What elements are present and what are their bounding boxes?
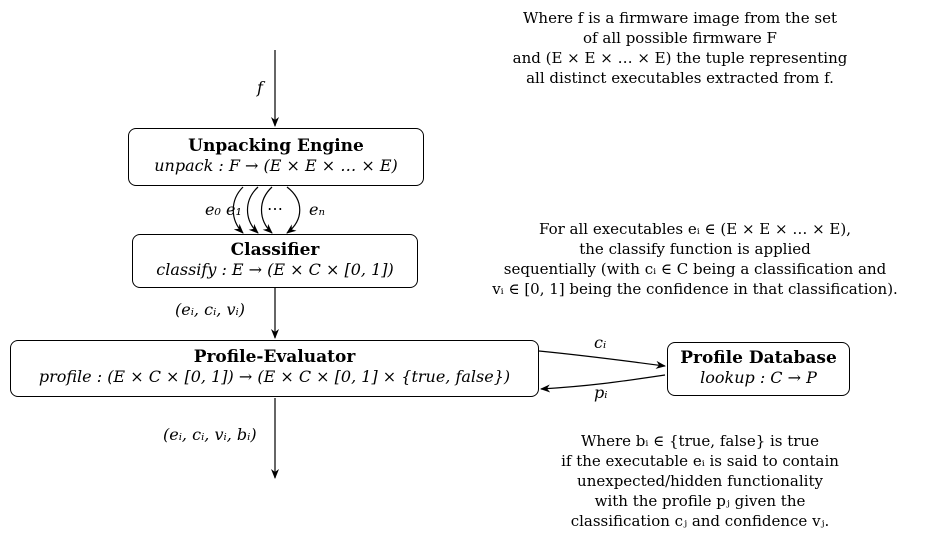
profile-evaluator-box: Profile-Evaluator profile : (E × C × [0,… <box>10 340 539 397</box>
lookup-request-arrow <box>538 350 666 369</box>
note-line: the classify function is applied <box>579 240 811 258</box>
profile-database-title: Profile Database <box>680 348 837 368</box>
note-line: vᵢ ∈ [0, 1] being the confidence in that… <box>492 280 898 298</box>
note-line: sequentially (with cᵢ ∈ C being a classi… <box>503 260 887 278</box>
e0-label: e₀ <box>205 200 221 219</box>
note-line: of all possible firmware F <box>583 29 777 47</box>
unpacking-engine-box: Unpacking Engine unpack : F → (E × E × …… <box>128 128 424 186</box>
profile-database-formula: lookup : C → P <box>700 368 817 387</box>
note-line: with the profile pⱼ given the <box>594 492 806 510</box>
classifier-formula: classify : E → (E × C × [0, 1]) <box>156 260 394 279</box>
profile-evaluator-formula: profile : (E × C × [0, 1]) → (E × C × [0… <box>38 367 511 386</box>
e1-label: e₁ <box>226 200 242 219</box>
profile-note: Where bᵢ ∈ {true, false} is true if the … <box>520 431 880 531</box>
dots-label: ⋯ <box>267 199 283 218</box>
pi-label: pᵢ <box>594 383 608 402</box>
unpacking-engine-title: Unpacking Engine <box>188 136 364 156</box>
note-line: unexpected/hidden functionality <box>577 472 823 490</box>
note-line: Where f is a firmware image from the set <box>523 9 837 27</box>
edge-e1 <box>246 186 259 234</box>
note-line: classification cⱼ and confidence vⱼ. <box>570 512 830 530</box>
classified-label: (eᵢ, cᵢ, vᵢ) <box>175 300 245 319</box>
edge-en <box>286 186 301 234</box>
edge-dots <box>260 186 273 234</box>
classifier-box: Classifier classify : E → (E × C × [0, 1… <box>132 234 418 288</box>
evaluated-label: (eᵢ, cᵢ, vᵢ, bᵢ) <box>163 425 257 444</box>
profile-database-box: Profile Database lookup : C → P <box>667 342 850 396</box>
note-line: all distinct executables extracted from … <box>526 69 834 87</box>
lookup-response-arrow <box>540 374 666 393</box>
input-label: f <box>257 78 263 97</box>
en-label: eₙ <box>309 200 325 219</box>
note-line: and (E × E × … × E) the tuple representi… <box>512 49 848 67</box>
unpacking-engine-formula: unpack : F → (E × E × … × E) <box>154 156 398 175</box>
classify-note: For all executables eᵢ ∈ (E × E × … × E)… <box>470 219 920 299</box>
ci-label: cᵢ <box>594 333 607 352</box>
firmware-note: Where f is a firmware image from the set… <box>490 8 870 88</box>
classifier-title: Classifier <box>230 240 320 260</box>
profile-evaluator-title: Profile-Evaluator <box>193 347 356 367</box>
note-line: For all executables eᵢ ∈ (E × E × … × E)… <box>538 220 852 238</box>
note-line: Where bᵢ ∈ {true, false} is true <box>580 432 820 450</box>
note-line: if the executable eᵢ is said to contain <box>561 452 839 470</box>
edge-e0 <box>232 186 244 234</box>
